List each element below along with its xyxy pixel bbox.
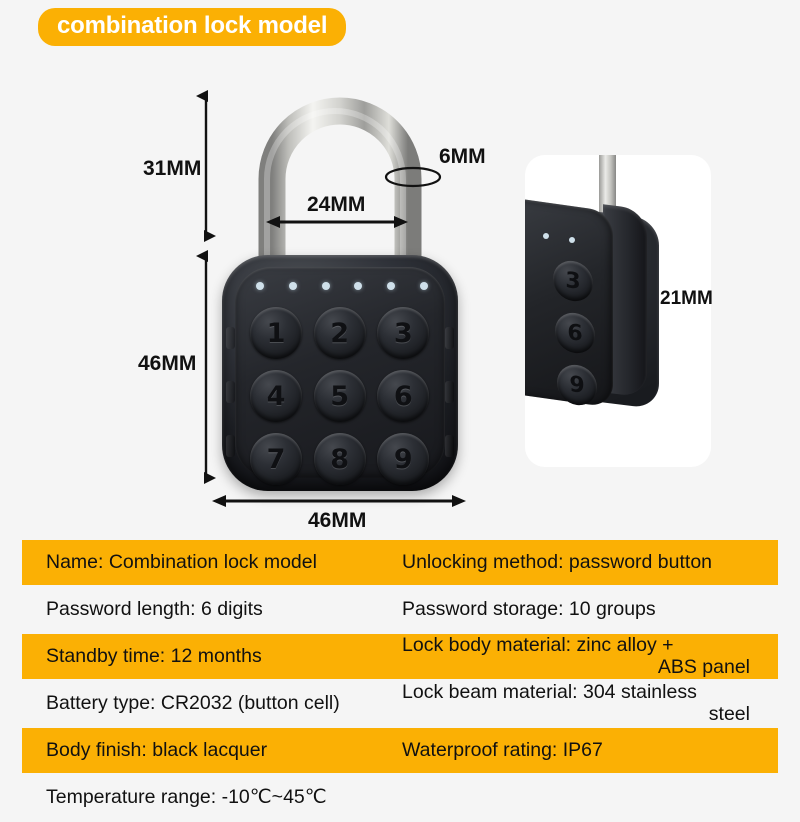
spec-row: Password length: 6 digits Password storag… <box>22 587 778 632</box>
spec-cell-right: Lock body material: zinc alloy +ABS pane… <box>402 633 750 678</box>
dimension-label-body-thickness: 21MM <box>660 288 713 309</box>
led-indicator-1 <box>256 282 264 290</box>
keypad-key-3: 3 <box>377 307 430 359</box>
keypad-key-7: 7 <box>250 433 302 485</box>
spec-cell-left: Standby time: 12 months <box>46 644 262 667</box>
body-groove-left-bottom <box>226 435 235 457</box>
keypad-key-4: 4 <box>250 370 302 422</box>
spec-cell-left: Temperature range: -10℃~45℃ <box>46 785 327 808</box>
keypad-key-9: 9 <box>377 433 430 485</box>
dimension-label-body-width: 46MM <box>308 509 367 532</box>
keypad-key-1: 1 <box>250 307 302 359</box>
spec-cell-left: Body finish: black lacquer <box>46 738 268 761</box>
led-indicator-row <box>256 282 428 290</box>
spec-row: Name: Combination lock model Unlocking me… <box>22 540 778 585</box>
body-groove-left-mid <box>226 381 235 403</box>
spec-cell-left: Name: Combination lock model <box>46 550 317 573</box>
led-indicator-3 <box>321 282 330 290</box>
body-groove-right-top <box>445 327 454 349</box>
inset-led-3 <box>569 237 575 243</box>
spec-row: Battery type: CR2032 (button cell) Lock b… <box>22 681 778 726</box>
led-indicator-4 <box>354 282 363 290</box>
shackle-shape <box>258 97 422 295</box>
page-title-badge: combination lock model <box>38 8 347 47</box>
keypad-key-5: 5 <box>313 370 366 422</box>
dimension-label-shackle-diameter: 6MM <box>439 145 486 168</box>
spec-cell-left: Battery type: CR2032 (button cell) <box>46 691 340 714</box>
led-indicator-5 <box>387 282 396 290</box>
spec-row: Standby time: 12 months Lock body materia… <box>22 634 778 679</box>
inset-shackle <box>599 155 616 217</box>
keypad-key-8: 8 <box>313 433 366 485</box>
spec-row: Body finish: black lacquer Waterproof rat… <box>22 728 778 773</box>
specification-table: Name: Combination lock model Unlocking me… <box>0 540 800 822</box>
body-groove-right-mid <box>445 381 454 403</box>
spec-cell-right: Unlocking method: password button <box>402 550 713 573</box>
body-groove-left-top <box>226 327 235 349</box>
shackle <box>258 95 422 295</box>
dimension-label-body-height: 46MM <box>138 352 197 375</box>
body-groove-right-bottom <box>445 435 454 457</box>
led-indicator-2 <box>288 282 297 290</box>
inset-led-2 <box>543 233 549 239</box>
detail-inset-panel: 3 6 9 <box>525 155 711 467</box>
spec-row: Temperature range: -10℃~45℃ <box>22 775 778 820</box>
keypad-key-6: 6 <box>377 370 430 422</box>
spec-cell-right: Waterproof rating: IP67 <box>402 738 603 761</box>
spec-cell-left: Password length: 6 digits <box>46 597 263 620</box>
keypad-key-2: 2 <box>313 307 366 359</box>
spec-cell-right: Password storage: 10 groups <box>402 597 656 620</box>
led-indicator-6 <box>419 282 428 290</box>
dimension-label-shackle-height: 31MM <box>143 157 202 180</box>
dimension-label-shackle-inner-width: 24MM <box>307 193 366 216</box>
